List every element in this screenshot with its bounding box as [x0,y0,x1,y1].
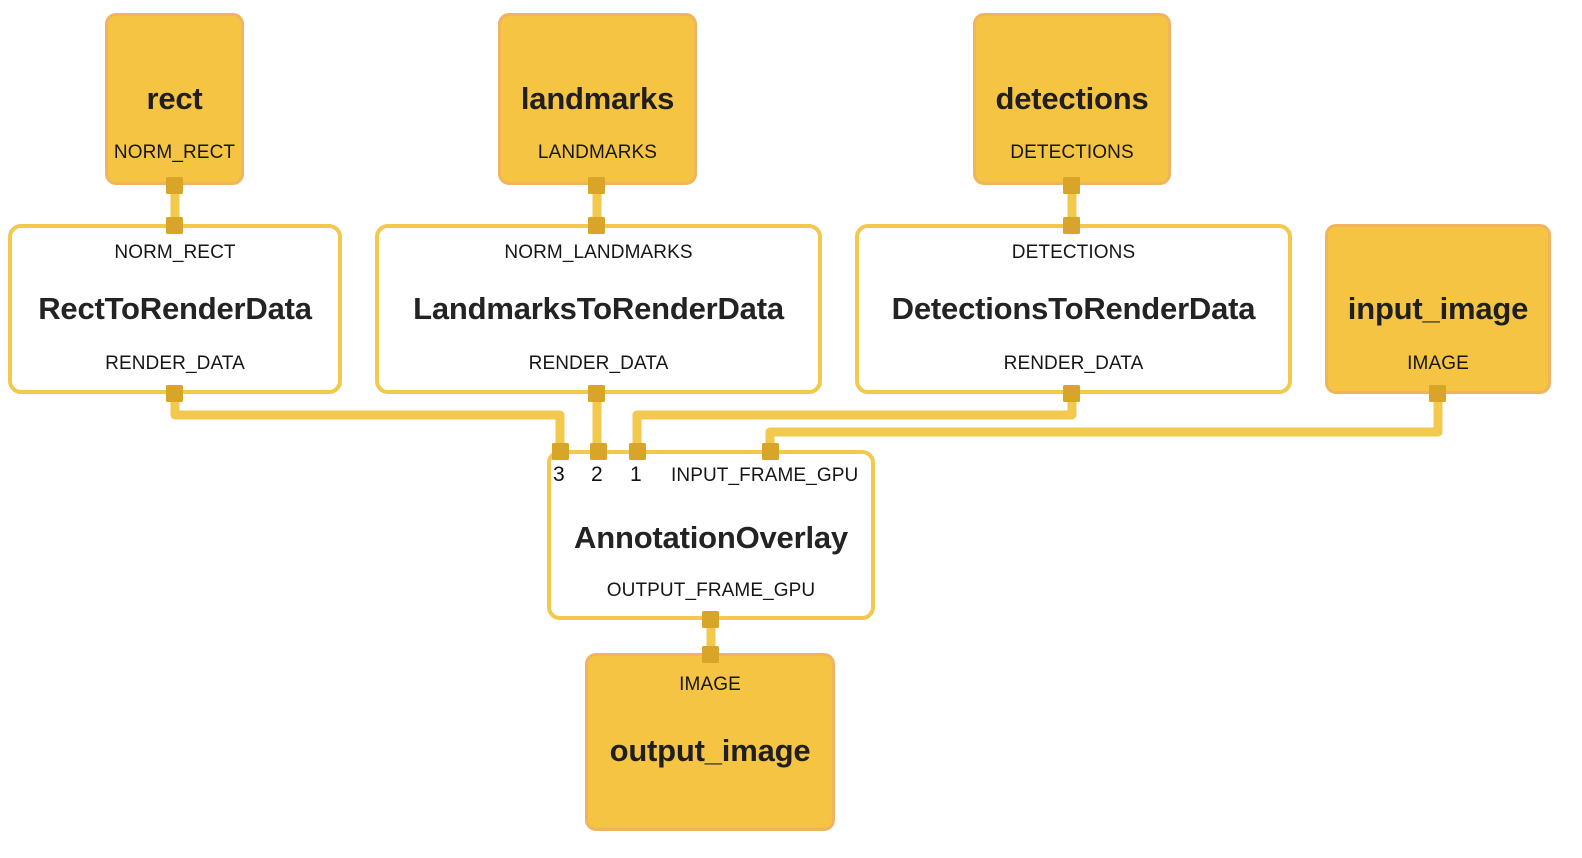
port-annotation-overlay-input-2[interactable] [590,443,607,460]
node-annotation-overlay-title: AnnotationOverlay [574,519,848,555]
node-annotation-overlay-input-port-label: INPUT_FRAME_GPU [671,465,859,486]
port-detections-to-render-data-detections[interactable] [1063,217,1080,234]
node-output-image-input-port-label: IMAGE [679,674,741,695]
node-detections[interactable]: detections DETECTIONS [973,13,1171,185]
port-annotation-overlay-output-frame-gpu[interactable] [702,611,719,628]
port-rect-norm-rect[interactable] [166,177,183,194]
node-annotation-overlay[interactable]: AnnotationOverlay OUTPUT_FRAME_GPU [547,450,875,620]
edge-recttorenderdata-to-overlay-3 [170,392,565,452]
node-detections-to-render-data-output-port-label: RENDER_DATA [1003,353,1144,374]
node-detections-title: detections [995,80,1149,116]
node-landmarks-to-render-data-title: LandmarksToRenderData [413,290,784,326]
port-landmarks-to-render-data-norm-landmarks[interactable] [588,217,605,234]
port-detections-detections[interactable] [1063,177,1080,194]
port-rect-to-render-data-render-data[interactable] [166,385,183,402]
node-rect[interactable]: rect NORM_RECT [105,13,244,185]
port-input-image-image[interactable] [1429,385,1446,402]
port-landmarks-to-render-data-render-data[interactable] [588,385,605,402]
node-rect-to-render-data-input-port-label: NORM_RECT [114,242,236,263]
node-input-image-title: input_image [1347,290,1529,326]
port-annotation-overlay-input-3[interactable] [552,443,569,460]
node-landmarks-to-render-data-output-port-label: RENDER_DATA [528,353,669,374]
port-rect-to-render-data-norm-rect[interactable] [166,217,183,234]
node-detections-to-render-data[interactable]: DETECTIONS DetectionsToRenderData RENDER… [855,224,1292,394]
node-rect-to-render-data-output-port-label: RENDER_DATA [105,353,245,374]
edge-inputimage-to-overlay-inputframegpu [765,392,1443,452]
node-annotation-overlay-input-index-2: 2 [591,463,603,486]
node-landmarks-to-render-data[interactable]: NORM_LANDMARKS LandmarksToRenderData REN… [375,224,822,394]
node-detections-to-render-data-title: DetectionsToRenderData [891,290,1256,326]
node-input-image-output-port-label: IMAGE [1407,353,1469,374]
node-landmarks[interactable]: landmarks LANDMARKS [498,13,697,185]
port-output-image-image[interactable] [702,646,719,663]
node-annotation-overlay-input-index-1: 1 [630,463,642,486]
node-landmarks-to-render-data-input-port-label: NORM_LANDMARKS [504,242,693,263]
node-rect-to-render-data[interactable]: NORM_RECT RectToRenderData RENDER_DATA [8,224,342,394]
node-input-image[interactable]: input_image IMAGE [1325,224,1551,394]
port-annotation-overlay-input-frame-gpu[interactable] [762,443,779,460]
port-detections-to-render-data-render-data[interactable] [1063,385,1080,402]
node-landmarks-title: landmarks [520,80,675,116]
node-annotation-overlay-input-index-3: 3 [553,463,565,486]
node-output-image-title: output_image [609,732,811,768]
node-landmarks-output-port-label: LANDMARKS [537,142,658,163]
node-detections-to-render-data-input-port-label: DETECTIONS [1011,242,1136,263]
node-rect-title: rect [146,80,203,116]
port-annotation-overlay-input-1[interactable] [629,443,646,460]
node-output-image[interactable]: IMAGE output_image [585,653,835,831]
edge-detectionstorenderdata-to-overlay-1 [632,392,1077,452]
node-detections-output-port-label: DETECTIONS [1010,142,1134,163]
port-landmarks-landmarks[interactable] [588,177,605,194]
node-annotation-overlay-output-port-label: OUTPUT_FRAME_GPU [606,580,816,601]
node-rect-output-port-label: NORM_RECT [113,142,236,163]
node-rect-to-render-data-title: RectToRenderData [38,290,312,326]
